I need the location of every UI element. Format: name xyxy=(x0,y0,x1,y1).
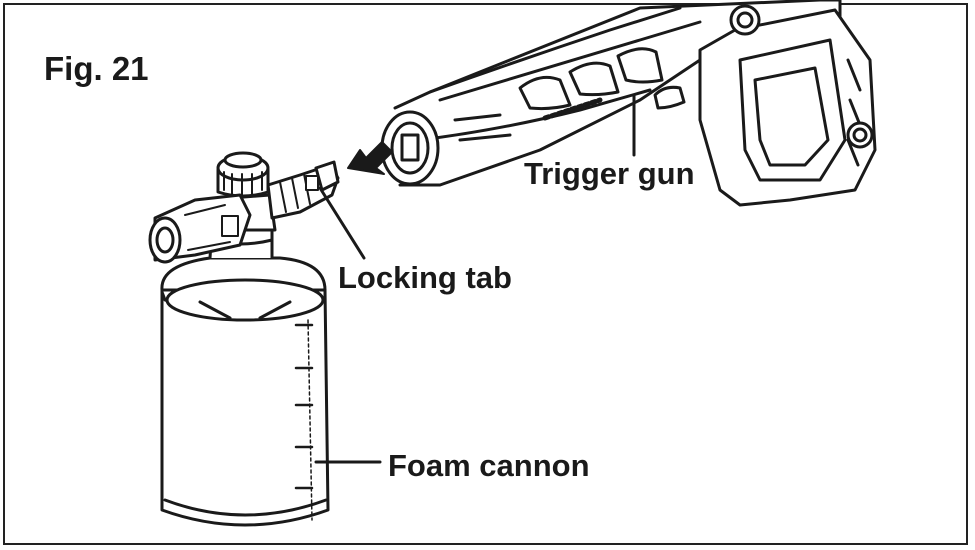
trigger-gun-drawing xyxy=(380,0,877,207)
foam-cannon-drawing xyxy=(148,151,340,527)
figure-title: Fig. 21 xyxy=(44,50,149,87)
locking-tab-leader xyxy=(318,186,366,260)
figure-frame xyxy=(3,3,968,545)
trigger-gun-label: Trigger gun xyxy=(524,156,695,191)
insert-arrow xyxy=(347,141,393,175)
locking-tab-label: Locking tab xyxy=(338,260,512,295)
foam-cannon-label: Foam cannon xyxy=(388,448,590,483)
